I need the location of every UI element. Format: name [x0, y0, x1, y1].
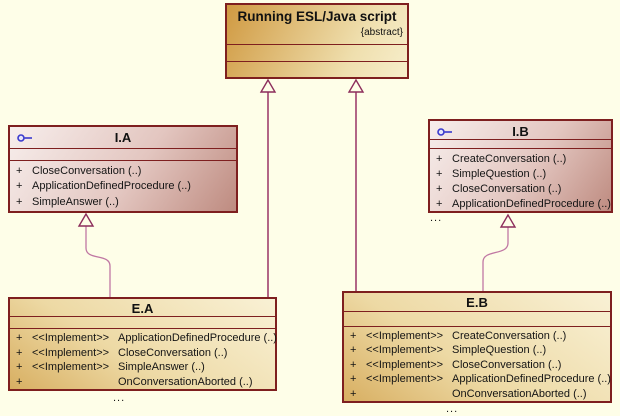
- method-name: ApplicationDefinedProcedure (..): [452, 373, 611, 386]
- compartment-methods: + CloseConversation (..) + ApplicationDe…: [10, 160, 236, 211]
- visibility-label: +: [436, 167, 443, 180]
- method-row[interactable]: + ApplicationDefinedProcedure (..): [430, 196, 611, 211]
- stereotype-label: <<Implement>>: [32, 332, 110, 345]
- interface-box-ia[interactable]: I.A + CloseConversation (..) + Applicati…: [8, 125, 238, 213]
- method-row[interactable]: + CreateConversation (..): [430, 151, 611, 166]
- method-row[interactable]: + CloseConversation (..): [430, 181, 611, 196]
- compartment-title: E.B: [344, 293, 610, 311]
- method-name: SimpleQuestion (..): [452, 344, 547, 357]
- abstract-stereotype: {abstract}: [360, 27, 403, 38]
- interface-box-ib[interactable]: I.B + CreateConversation (..) + SimpleQu…: [428, 119, 613, 213]
- method-row[interactable]: + CloseConversation (..): [10, 163, 236, 179]
- visibility-label: +: [16, 180, 23, 193]
- visibility-label: +: [16, 332, 23, 345]
- visibility-label: +: [436, 197, 443, 210]
- method-row[interactable]: + <<Implement>> CreateConversation (..): [344, 329, 610, 344]
- method-name: CloseConversation (..): [32, 164, 142, 177]
- interface-icon: [17, 134, 32, 142]
- method-row[interactable]: + <<Implement>> SimpleQuestion (..): [344, 343, 610, 358]
- visibility-label: +: [16, 346, 23, 359]
- visibility-label: +: [436, 182, 443, 195]
- realization-line-ea-ia[interactable]: [85, 226, 111, 297]
- realization-arrowhead-ib[interactable]: [499, 213, 517, 228]
- class-title-running: Running ESL/Java script: [237, 9, 397, 24]
- stereotype-label: <<Implement>>: [366, 358, 444, 371]
- realization-arrowhead-ia[interactable]: [77, 212, 95, 227]
- ellipsis-more-eb: ...: [446, 403, 459, 415]
- compartment-title: I.B: [430, 121, 611, 139]
- method-name: CloseConversation (..): [452, 182, 562, 195]
- visibility-label: +: [16, 375, 23, 388]
- compartment-methods-empty: [227, 61, 407, 77]
- compartment-methods: + <<Implement>> ApplicationDefinedProced…: [10, 328, 277, 390]
- interface-icon: [437, 128, 452, 136]
- visibility-label: +: [350, 373, 357, 386]
- method-name: OnConversationAborted (..): [452, 387, 587, 400]
- method-row[interactable]: + <<Implement>> ApplicationDefinedProced…: [344, 372, 611, 387]
- method-row[interactable]: + <<Implement>> ApplicationDefinedProced…: [10, 331, 277, 346]
- interface-title-ib: I.B: [512, 124, 529, 139]
- stereotype-label: <<Implement>>: [366, 373, 444, 386]
- compartment-attributes-empty: [344, 310, 610, 326]
- compartment-title: I.A: [10, 127, 236, 148]
- stereotype-label: <<Implement>>: [32, 361, 110, 374]
- method-row[interactable]: + <<Implement>> CloseConversation (..): [344, 358, 610, 373]
- method-row[interactable]: + OnConversationAborted (..): [10, 375, 275, 390]
- compartment-title: E.A: [10, 299, 275, 316]
- generalization-arrowhead-running-right[interactable]: [347, 78, 365, 93]
- method-name: CreateConversation (..): [452, 329, 567, 342]
- visibility-label: +: [350, 387, 357, 400]
- method-row[interactable]: + ApplicationDefinedProcedure (..): [10, 179, 236, 195]
- class-title-eb: E.B: [466, 295, 488, 310]
- visibility-label: +: [16, 361, 23, 374]
- compartment-attributes-empty: [10, 148, 236, 160]
- method-name: SimpleQuestion (..): [452, 167, 547, 180]
- method-row[interactable]: + SimpleAnswer (..): [10, 194, 236, 210]
- stereotype-label: <<Implement>>: [366, 329, 444, 342]
- visibility-label: +: [350, 358, 357, 371]
- method-row[interactable]: + OnConversationAborted (..): [344, 387, 610, 402]
- method-name: ApplicationDefinedProcedure (..): [452, 197, 611, 210]
- stereotype-label: <<Implement>>: [32, 346, 110, 359]
- visibility-label: +: [350, 344, 357, 357]
- compartment-attributes-empty: [10, 316, 275, 328]
- class-box-eb[interactable]: E.B + <<Implement>> CreateConversation (…: [342, 291, 612, 403]
- method-row[interactable]: + <<Implement>> CloseConversation (..): [10, 346, 275, 361]
- method-row[interactable]: + <<Implement>> SimpleAnswer (..): [10, 360, 275, 375]
- compartment-methods: + <<Implement>> CreateConversation (..) …: [344, 325, 611, 402]
- ellipsis-more-ea: ...: [113, 392, 126, 404]
- method-name: CloseConversation (..): [118, 346, 228, 359]
- visibility-label: +: [436, 152, 443, 165]
- method-name: SimpleAnswer (..): [118, 361, 205, 374]
- method-name: ApplicationDefinedProcedure (..): [118, 332, 277, 345]
- class-box-running[interactable]: Running ESL/Java script {abstract}: [225, 3, 409, 79]
- realization-line-eb-ib[interactable]: [482, 227, 509, 291]
- method-name: ApplicationDefinedProcedure (..): [32, 180, 191, 193]
- method-name: SimpleAnswer (..): [32, 195, 119, 208]
- method-name: OnConversationAborted (..): [118, 375, 253, 388]
- stereotype-label: <<Implement>>: [366, 344, 444, 357]
- method-name: CloseConversation (..): [452, 358, 562, 371]
- method-row[interactable]: + SimpleQuestion (..): [430, 166, 611, 181]
- compartment-methods: + CreateConversation (..) + SimpleQuesti…: [430, 148, 611, 211]
- interface-title-ia: I.A: [114, 130, 132, 145]
- ellipsis-more-ib: ...: [430, 212, 443, 224]
- compartment-attributes-empty: [227, 44, 407, 61]
- method-name: CreateConversation (..): [452, 152, 567, 165]
- compartment-attributes-empty: [430, 139, 611, 148]
- class-box-ea[interactable]: E.A + <<Implement>> ApplicationDefinedPr…: [8, 297, 277, 391]
- compartment-title: Running ESL/Java script {abstract}: [227, 5, 407, 44]
- generalization-arrowhead-running-left[interactable]: [259, 78, 277, 93]
- visibility-label: +: [350, 329, 357, 342]
- visibility-label: +: [16, 195, 23, 208]
- class-title-ea: E.A: [131, 301, 154, 316]
- visibility-label: +: [16, 164, 23, 177]
